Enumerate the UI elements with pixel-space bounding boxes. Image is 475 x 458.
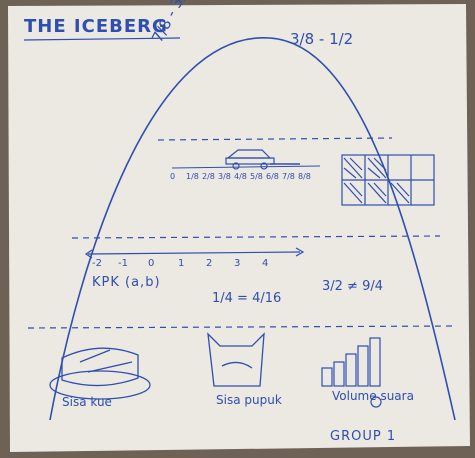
fraction-grid	[341, 154, 435, 206]
label-volume-suara: Volume suara	[332, 389, 414, 403]
group-label: GROUP 1	[330, 429, 397, 444]
level-line-3	[27, 325, 456, 329]
fraction-expression-right: 3/8 - 1/2	[290, 30, 354, 48]
integer-tick: -1	[118, 258, 128, 269]
label-sisa-pupuk: Sisa pupuk	[216, 393, 282, 407]
fraction-tick: 4/8	[234, 172, 247, 181]
integer-tick: -2	[92, 258, 102, 269]
fertilizer-bag-icon	[207, 332, 265, 387]
paper-sheet	[8, 4, 470, 452]
fraction-tick: 8/8	[298, 172, 311, 181]
iceberg-outline	[49, 37, 456, 421]
label-sisa-kue: Sisa kue	[62, 395, 112, 409]
cake-icon	[49, 347, 151, 400]
title-underline	[23, 37, 181, 41]
fraction-tick: 2/8	[202, 172, 215, 181]
page-title: THE ICEBERG	[24, 16, 168, 37]
fraction-tick: 6/8	[266, 172, 279, 181]
volume-bars-icon	[321, 337, 382, 408]
fraction-tick: 1/8	[186, 172, 199, 181]
fraction-tick: 0	[170, 172, 176, 181]
kpk-label: KPK (a,b)	[92, 275, 161, 290]
fraction-number-line	[171, 165, 321, 169]
car-icon	[225, 149, 275, 170]
integer-tick: 0	[148, 258, 155, 269]
fraction-tick: 3/8	[218, 172, 231, 181]
fraction-tick: 5/8	[250, 172, 263, 181]
integer-tick: 4	[262, 258, 269, 269]
integer-tick: 3	[234, 258, 241, 269]
equivalent-equation: 1/4 = 4/16	[212, 291, 282, 306]
integer-tick: 2	[206, 258, 213, 269]
inequality: 3/2 ≠ 9/4	[322, 279, 384, 294]
integer-number-line	[87, 251, 301, 255]
integer-tick: 1	[178, 258, 185, 269]
fraction-tick: 7/8	[282, 172, 295, 181]
